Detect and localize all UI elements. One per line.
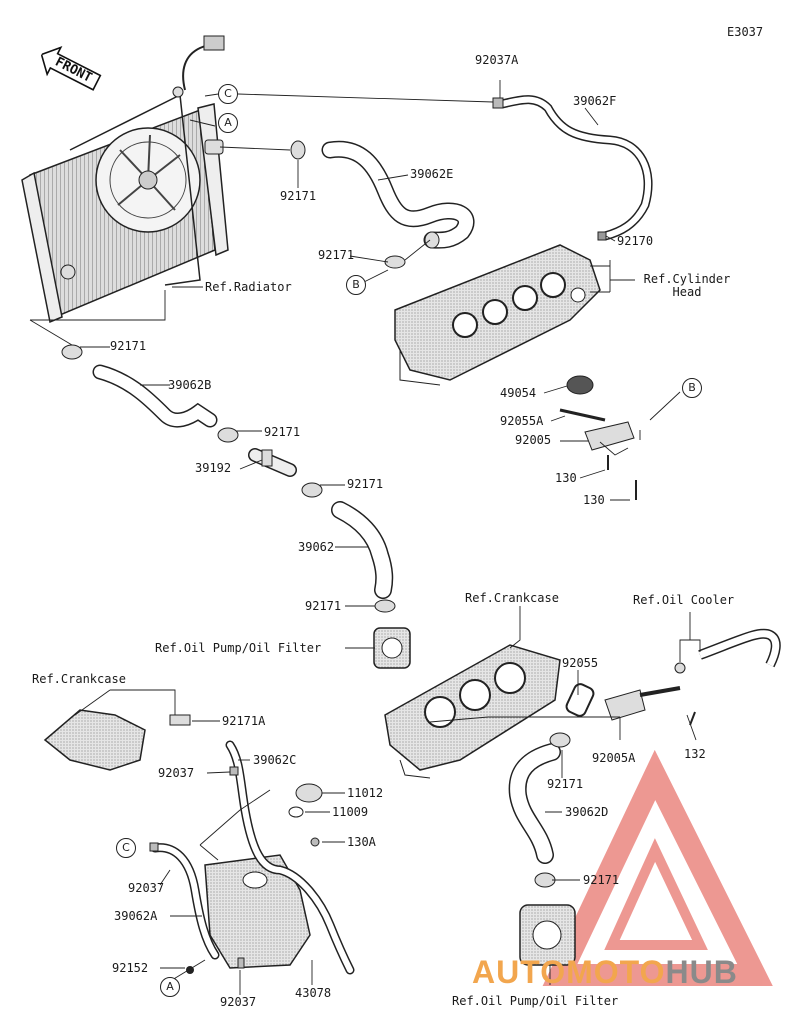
- part-92171-bottom: 92171: [583, 873, 620, 887]
- watermark-logo: [542, 749, 773, 986]
- crankcase-center: [384, 644, 561, 779]
- part-92005: 92005: [515, 433, 552, 447]
- thermostat-group: [559, 375, 637, 500]
- part-39062a: 39062A: [114, 909, 158, 923]
- callout-c-top: C: [218, 84, 238, 104]
- part-92171a: 92171A: [222, 714, 266, 728]
- part-39062c: 39062C: [253, 753, 297, 767]
- part-92171-pump: 92171: [305, 599, 342, 613]
- ref-radiator: Ref.Radiator: [205, 280, 292, 294]
- part-11009: 11009: [332, 805, 369, 819]
- part-39062f: 39062F: [573, 94, 617, 108]
- part-49054: 49054: [500, 386, 537, 400]
- reservoir-tank: [204, 783, 323, 969]
- hose-39062f: [497, 95, 653, 241]
- part-130a: 130A: [347, 835, 376, 849]
- callout-a-bottom: A: [160, 977, 180, 997]
- front-direction-arrow: FRONT: [34, 39, 106, 98]
- part-39062d: 39062D: [565, 805, 609, 819]
- part-92171-top: 92171: [280, 189, 317, 203]
- part-92037-c: 92037: [128, 881, 165, 895]
- ref-oil-pump-bottom: Ref.Oil Pump/Oil Filter: [452, 994, 619, 1008]
- part-11012: 11012: [347, 786, 384, 800]
- part-132: 132: [684, 747, 706, 761]
- part-43078: 43078: [295, 986, 332, 1000]
- hose-39062e: [321, 140, 475, 249]
- part-92055a: 92055A: [500, 414, 544, 428]
- callout-c-bottom: C: [116, 838, 136, 858]
- radiator: [21, 35, 229, 324]
- part-92055: 92055: [562, 656, 599, 670]
- part-39192: 39192: [195, 461, 232, 475]
- oil-pump-bottom: [519, 904, 576, 966]
- part-130-2: 130: [583, 493, 605, 507]
- ref-crankcase-left: Ref.Crankcase: [32, 672, 126, 686]
- part-92171-b: 92171: [318, 248, 355, 262]
- diagram-code: E3037: [727, 25, 764, 39]
- watermark-text: AUTOMOTOHUB: [472, 954, 738, 990]
- ref-cylinder-head: Ref.Cylinder Head: [643, 272, 731, 299]
- part-92171-low: 92171: [547, 777, 584, 791]
- crankcase-left: [43, 709, 191, 771]
- clamp-92171-top: [290, 140, 306, 160]
- oil-pump-top: [373, 627, 411, 669]
- part-39062: 39062: [298, 540, 335, 554]
- pipe-39192: [248, 448, 297, 477]
- part-92005a: 92005A: [592, 751, 636, 765]
- ref-oil-cooler: Ref.Oil Cooler: [633, 593, 735, 607]
- part-39062b: 39062B: [168, 378, 212, 392]
- oil-cooler-fittings: [565, 628, 781, 726]
- part-130-1: 130: [555, 471, 577, 485]
- part-92170: 92170: [617, 234, 654, 248]
- clip-92037a: [492, 97, 504, 109]
- part-92171-mid2: 92171: [347, 477, 384, 491]
- part-92037-mid: 92037: [158, 766, 195, 780]
- part-92037a: 92037A: [475, 53, 519, 67]
- callout-b-left: B: [346, 275, 366, 295]
- callout-a-top: A: [218, 113, 238, 133]
- part-39062e: 39062E: [410, 167, 454, 181]
- part-92171-mid1: 92171: [264, 425, 301, 439]
- cylinder-head: [394, 231, 607, 386]
- clamp-92171-b: [384, 255, 406, 269]
- ref-oil-pump-top: Ref.Oil Pump/Oil Filter: [155, 641, 322, 655]
- part-92037-bottom: 92037: [220, 995, 257, 1009]
- ref-crankcase-center: Ref.Crankcase: [465, 591, 559, 605]
- callout-b-right: B: [682, 378, 702, 398]
- part-92152: 92152: [112, 961, 149, 975]
- part-92171-left: 92171: [110, 339, 147, 353]
